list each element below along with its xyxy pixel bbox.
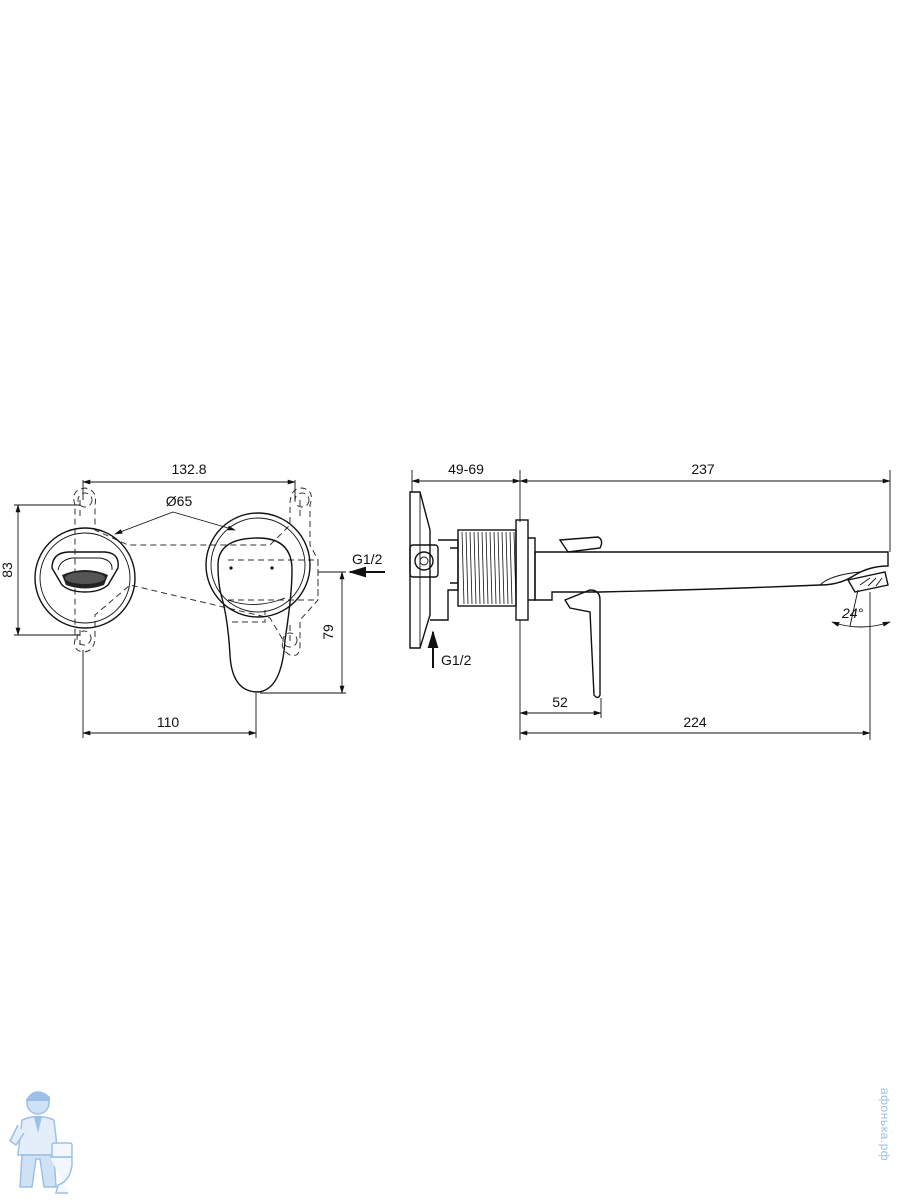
angle-24: 24° — [841, 605, 864, 621]
watermark-text: афонька.рф — [878, 1088, 892, 1162]
thread-line — [481, 531, 485, 605]
front-view: 132.8 Ø65 83 79 110 G1/2 — [0, 461, 385, 738]
inlet-label-side: G1/2 — [441, 652, 472, 668]
thread-line — [477, 531, 481, 605]
thread-line — [501, 531, 505, 605]
thread-line — [469, 531, 473, 605]
dim-237: 237 — [691, 461, 715, 477]
dim-83: 83 — [0, 562, 15, 578]
aerator-outlet — [846, 571, 889, 593]
handle-rosette — [205, 512, 311, 693]
thread-line — [489, 531, 493, 605]
thread-line — [509, 531, 513, 605]
dim-110: 110 — [157, 714, 180, 730]
thread-line — [497, 531, 501, 605]
spout-rosette — [34, 527, 136, 629]
thread-line — [465, 531, 469, 605]
threaded-body — [457, 519, 536, 621]
dim-132-8: 132.8 — [171, 461, 206, 477]
thread-line — [461, 531, 465, 605]
plumber-logo — [9, 1091, 73, 1194]
thread-line — [473, 531, 477, 605]
side-view: 49-69 237 52 224 24° G1/2 — [409, 461, 891, 740]
mounting-plate-outline — [73, 487, 319, 656]
dim-diameter-65: Ø65 — [166, 493, 193, 509]
dim-79: 79 — [320, 624, 336, 640]
thread-line — [505, 531, 509, 605]
thread-line — [485, 531, 489, 605]
dim-49-69: 49-69 — [448, 461, 484, 477]
dim-52: 52 — [552, 694, 568, 710]
inlet-fitting — [409, 539, 459, 621]
dim-224: 224 — [683, 714, 707, 730]
thread-line — [493, 531, 497, 605]
lever-handle — [558, 536, 603, 699]
inlet-label-front: G1/2 — [352, 551, 383, 567]
spout — [534, 551, 889, 601]
wall-plate — [409, 491, 431, 649]
